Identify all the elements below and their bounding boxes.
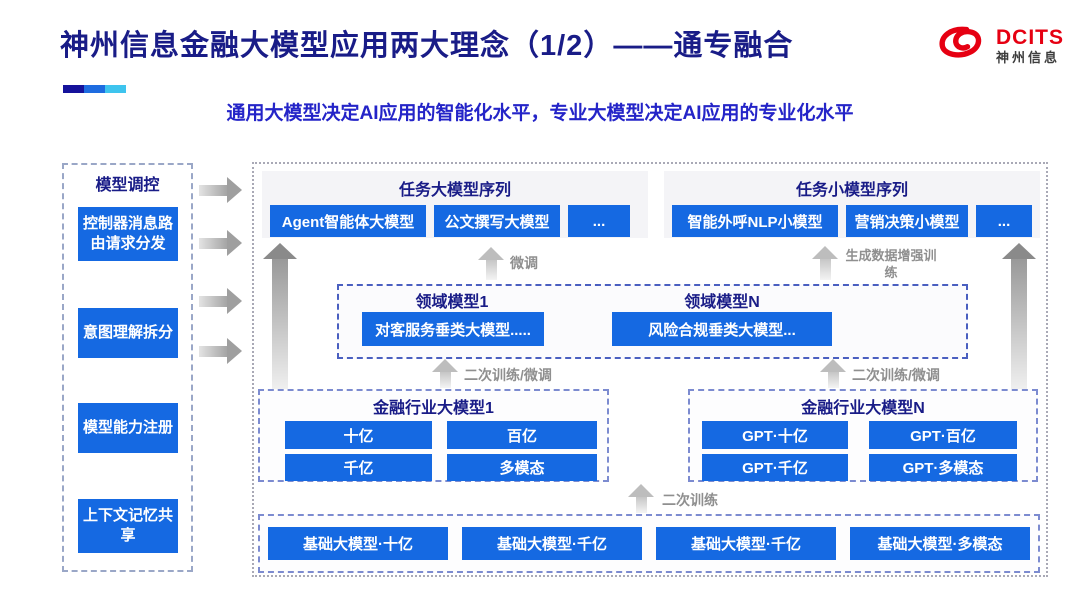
- retrain-arrow-label: 二次训练: [662, 492, 718, 508]
- up-arrow-icon: [820, 359, 846, 388]
- node-more-large-models: ...: [568, 205, 630, 237]
- up-arrow-icon: [478, 247, 504, 280]
- dcits-logo: DCITS 神州信息: [936, 20, 1066, 72]
- domain-model-1-title: 领域模型1: [415, 294, 489, 311]
- node-base-model-multimodal: 基础大模型·多模态: [850, 527, 1030, 560]
- node-1b-params: 十亿: [285, 421, 432, 449]
- node-100b-params: 千亿: [285, 454, 432, 481]
- up-arrow-icon: [628, 484, 654, 513]
- task-large-title: 任务大模型序列: [398, 182, 511, 199]
- base-models-panel: 基础大模型·十亿 基础大模型·千亿 基础大模型·千亿 基础大模型·多模态: [258, 514, 1040, 573]
- right-arrow-icon: [199, 177, 242, 203]
- control-node-intent: 意图理解拆分: [78, 308, 178, 358]
- accent-segment: [63, 85, 84, 93]
- retrain-finetune-right-label: 二次训练/微调: [852, 367, 940, 383]
- accent-bar: [63, 85, 126, 93]
- node-outbound-nlp-small-model: 智能外呼NLP小模型: [672, 205, 838, 237]
- node-gpt-100b: GPT·千亿: [702, 454, 848, 481]
- right-arrow-icon: [199, 230, 242, 256]
- node-10b-params: 百亿: [447, 421, 597, 449]
- tall-up-arrow-icon: [263, 243, 297, 389]
- node-gpt-10b: GPT·百亿: [869, 421, 1017, 449]
- control-node-context: 上下文记忆共享: [78, 499, 178, 553]
- tall-up-arrow-icon: [1002, 243, 1036, 389]
- industry-1-title: 金融行业大模型1: [373, 400, 494, 417]
- logo-brand-cn: 神州信息: [996, 50, 1061, 66]
- industry-n-title: 金融行业大模型N: [801, 400, 925, 417]
- node-base-model-100b: 基础大模型·千亿: [462, 527, 642, 560]
- node-base-model-1b: 基础大模型·十亿: [268, 527, 448, 560]
- page-title: 神州信息金融大模型应用两大理念（1/2）——通专融合: [60, 30, 794, 62]
- node-marketing-small-model: 营销决策小模型: [846, 205, 968, 237]
- up-arrow-icon: [432, 359, 458, 388]
- gen-data-arrow-label: 生成数据增强训练: [845, 248, 937, 280]
- node-doc-writing-large-model: 公文撰写大模型: [434, 205, 560, 237]
- retrain-finetune-left-label: 二次训练/微调: [464, 367, 552, 383]
- node-gpt-1b: GPT·十亿: [702, 421, 848, 449]
- dcits-swirl-icon: [936, 22, 990, 71]
- logo-text: DCITS 神州信息: [996, 27, 1064, 65]
- right-arrow-icon: [199, 288, 242, 314]
- up-arrow-icon: [812, 246, 838, 280]
- accent-segment: [84, 85, 105, 93]
- model-control-panel: 模型调控 控制器消息路由请求分发 意图理解拆分 模型能力注册 上下文记忆共享: [62, 163, 193, 572]
- node-agent-large-model: Agent智能体大模型: [270, 205, 426, 237]
- node-risk-compliance-vertical-model: 风险合规垂类大模型...: [612, 312, 832, 346]
- control-node-register: 模型能力注册: [78, 403, 178, 453]
- accent-segment: [105, 85, 126, 93]
- node-customer-service-vertical-model: 对客服务垂类大模型.....: [362, 312, 544, 346]
- right-arrow-icon: [199, 338, 242, 364]
- task-small-title: 任务小模型序列: [795, 182, 908, 199]
- logo-brand: DCITS: [996, 26, 1064, 50]
- node-more-small-models: ...: [976, 205, 1032, 237]
- model-control-title: 模型调控: [95, 177, 160, 194]
- slide-subtitle: 通用大模型决定AI应用的智能化水平，专业大模型决定AI应用的专业化水平: [226, 103, 854, 124]
- finetune-arrow-label: 微调: [510, 255, 538, 271]
- node-multimodal: 多模态: [447, 454, 597, 481]
- domain-model-n-title: 领域模型N: [684, 294, 760, 311]
- node-gpt-multimodal: GPT·多模态: [869, 454, 1017, 481]
- control-node-router: 控制器消息路由请求分发: [78, 207, 178, 261]
- node-base-model-100b-2: 基础大模型·千亿: [656, 527, 836, 560]
